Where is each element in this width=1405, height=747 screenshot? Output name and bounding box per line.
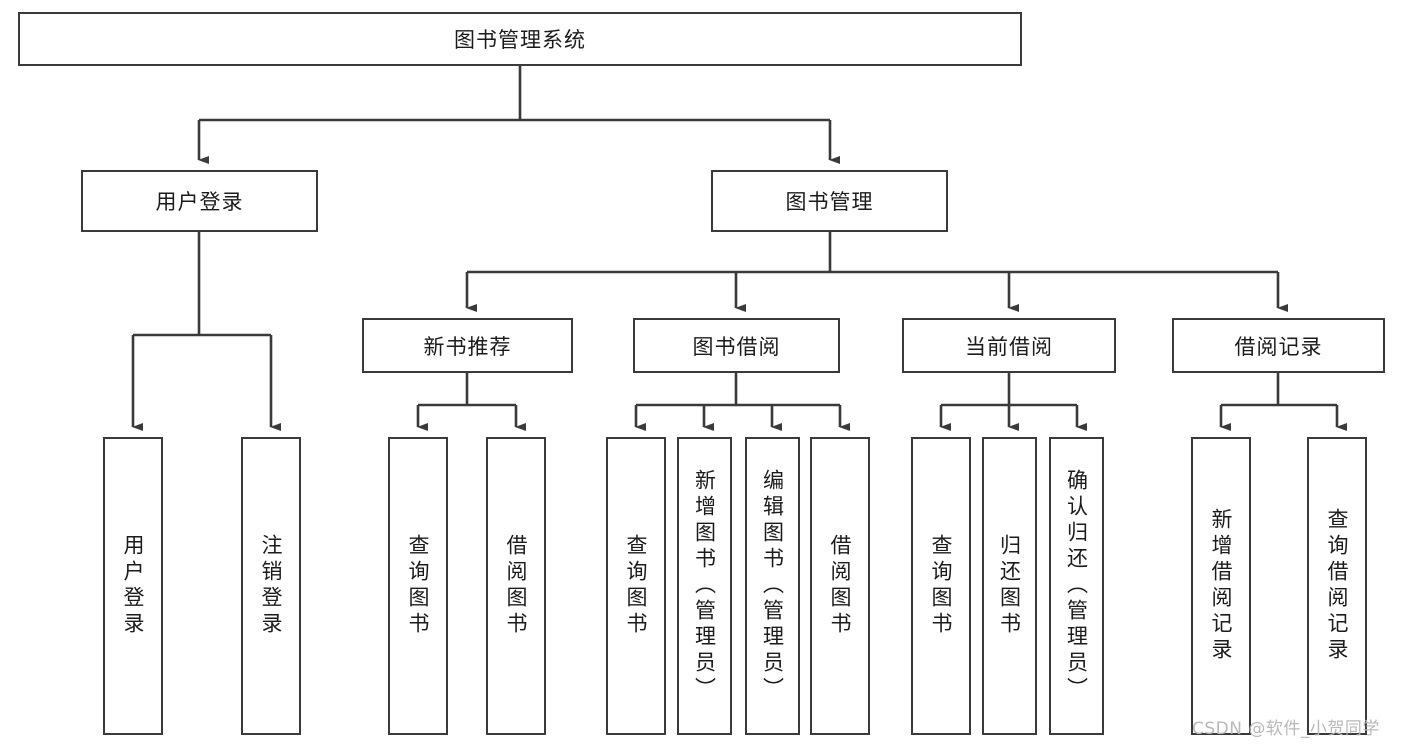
node-borrow-record[interactable]: 借阅记录 xyxy=(1172,318,1385,373)
csdn-watermark: CSDN @软件_小贺同学 xyxy=(1192,719,1380,739)
leaf-add-book-admin[interactable]: 新增图书（管理员） xyxy=(677,437,732,735)
leaf-add-borrow-record[interactable]: 新增借阅记录 xyxy=(1191,437,1251,735)
leaf-user-login[interactable]: 用户登录 xyxy=(103,437,163,735)
node-current-borrow[interactable]: 当前借阅 xyxy=(902,318,1116,373)
leaf-borrow-book-recommend[interactable]: 借阅图书 xyxy=(486,437,546,735)
leaf-logout[interactable]: 注销登录 xyxy=(241,437,301,735)
leaf-confirm-return-admin[interactable]: 确认归还（管理员） xyxy=(1049,437,1104,735)
leaf-return-book[interactable]: 归还图书 xyxy=(982,437,1037,735)
leaf-borrow-book[interactable]: 借阅图书 xyxy=(810,437,870,735)
node-book-management[interactable]: 图书管理 xyxy=(711,170,948,232)
node-root-system[interactable]: 图书管理系统 xyxy=(18,12,1022,66)
leaf-query-book-recommend[interactable]: 查询图书 xyxy=(388,437,448,735)
node-new-book-recommend[interactable]: 新书推荐 xyxy=(362,318,573,373)
leaf-query-book-current[interactable]: 查询图书 xyxy=(911,437,971,735)
node-user-login[interactable]: 用户登录 xyxy=(81,170,318,232)
node-book-borrow[interactable]: 图书借阅 xyxy=(633,318,840,373)
leaf-edit-book-admin[interactable]: 编辑图书（管理员） xyxy=(745,437,800,735)
leaf-query-borrow-record[interactable]: 查询借阅记录 xyxy=(1307,437,1367,735)
leaf-query-book-borrow[interactable]: 查询图书 xyxy=(606,437,666,735)
